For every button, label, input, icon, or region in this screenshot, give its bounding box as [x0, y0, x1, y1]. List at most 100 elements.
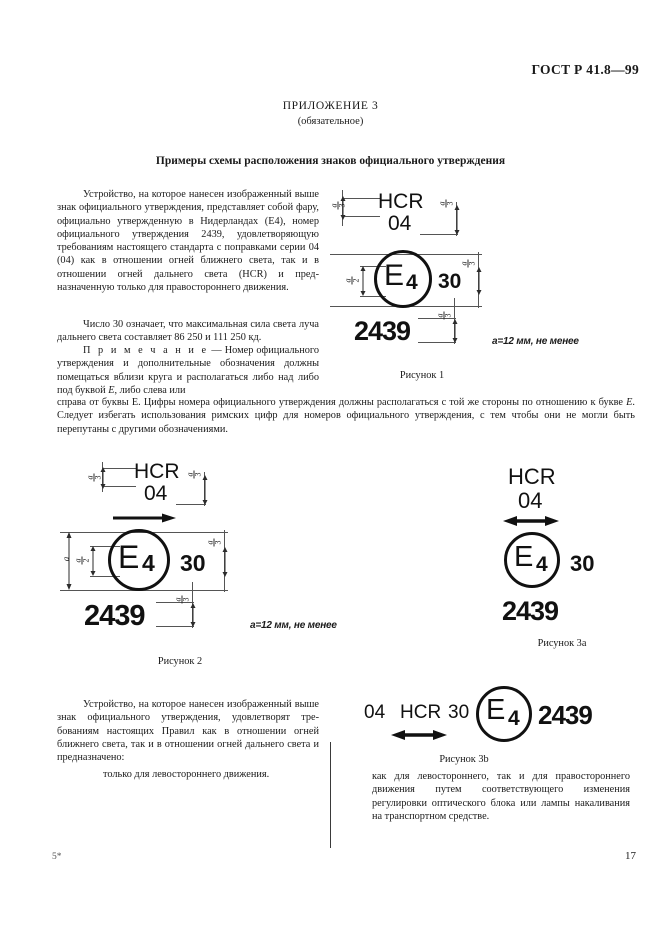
- note-wide-a: справа от буквы Е. Цифры номера официаль…: [57, 397, 627, 408]
- fig1-series-label: 04: [388, 212, 412, 235]
- fig1-leader-top: [342, 198, 380, 199]
- footer-signature-mark: 5*: [52, 852, 62, 862]
- fig3b-direction-arrow-icon: [391, 730, 447, 740]
- fig3a-country-code: 4: [536, 553, 548, 576]
- fig2-dim-arrow-band: [222, 547, 228, 577]
- fig2-dim-arrow-cap: [90, 546, 96, 576]
- paragraph-bottom-left-2: только для левостороннего движения.: [57, 768, 319, 781]
- note-italic-e: Е: [108, 384, 115, 396]
- fig1-e-letter: E: [384, 259, 405, 292]
- fig2-e-letter: E: [118, 539, 140, 575]
- standard-code: ГОСТ Р 41.8—99: [531, 62, 639, 77]
- fig1-dim-arrow-num: [452, 319, 458, 343]
- fig2-cap-top: [90, 546, 120, 547]
- fig2-dim-arrow-num: [190, 603, 196, 627]
- fig2-dim-a: a: [61, 556, 71, 562]
- fig2-dim-arrow-right: [202, 475, 208, 505]
- fig3a-approval-circle: [504, 532, 560, 588]
- fig3a-direction-arrow-icon: [503, 516, 559, 526]
- paragraph-note-wide: справа от буквы Е. Цифры номера официаль…: [57, 396, 635, 436]
- fig3a-intensity-label: 30: [570, 551, 595, 576]
- fig2-leader-mid: [102, 486, 136, 487]
- fig3a-approval-number: 2439: [502, 596, 559, 626]
- paragraph-text: Устройство, на которое нанесен изобра­же…: [57, 189, 319, 294]
- fig2-approval-circle: [108, 529, 170, 591]
- section-title: Примеры схемы расположения знаков официа…: [155, 155, 506, 167]
- appendix-subtitle: (обязательное): [297, 116, 364, 127]
- fig1-dim-arrow-right: [454, 205, 460, 235]
- note-text: — Номер официального утверждения и допол…: [57, 345, 320, 396]
- fig2-dim-arrow-a: [66, 532, 72, 590]
- fig3b-hcr-label: HCR: [400, 702, 442, 723]
- fig1-cap-bottom: [360, 296, 386, 297]
- figure-3a: HCR 04 E 4 30 2439 Рисунок 3а: [460, 462, 640, 662]
- fig2-leader-04-bottom: [176, 504, 206, 505]
- fig1-approval-circle: [374, 250, 432, 308]
- fig2-cap-bottom: [90, 576, 120, 577]
- fig1-scale-note: a=12 мм, не менее: [492, 336, 579, 347]
- fig2-intensity-label: 30: [180, 550, 206, 576]
- fig1-intensity-label: 30: [438, 270, 462, 293]
- paragraph-bottom-right: как для левостороннего, так и для правос…: [372, 770, 630, 823]
- fig3b-caption: Рисунок 3b: [439, 754, 489, 765]
- paragraph-bottom-left: Устройство, на которое нанесен изображен…: [57, 698, 319, 764]
- fig3b-e-letter: E: [486, 694, 506, 726]
- fig3b-country-code: 4: [508, 707, 520, 730]
- fig2-country-code: 4: [142, 550, 155, 576]
- fig1-num-leader-top: [418, 318, 456, 319]
- paragraph-device-description: Устройство, на которое нанесен изобра­же…: [57, 188, 319, 294]
- fig1-dim-arrow-cap: [360, 266, 366, 296]
- fig3a-series-label: 04: [518, 488, 543, 513]
- fig2-hcr-label: HCR: [134, 460, 180, 483]
- fig2-leader-top: [102, 468, 136, 469]
- fig3a-e-letter: E: [514, 541, 534, 573]
- figure-3b: 04 HCR 30 E 4 2439 Рисунок 3b: [364, 686, 644, 774]
- fig3a-hcr-label: HCR: [508, 464, 556, 489]
- note-wide-b: . Следует избегать использования римских…: [57, 397, 635, 435]
- fig2-num-leader-top: [156, 602, 194, 603]
- fig1-leader-04-bottom: [420, 234, 458, 235]
- paragraph-intensity: Число 30 означает, что максимальная сила…: [57, 318, 319, 345]
- fig1-num-leader-bottom: [418, 342, 456, 343]
- fig3b-intensity-label: 30: [448, 702, 470, 723]
- fig1-leader-mid: [342, 216, 380, 217]
- fig3b-approval-circle: [476, 686, 532, 742]
- fig2-caption: Рисунок 2: [157, 656, 203, 667]
- fig1-country-code: 4: [406, 271, 418, 294]
- paragraph-note: П р и м е ч а н и е — Номер официального…: [57, 344, 319, 397]
- fig1-hcr-label: HCR: [378, 190, 424, 213]
- paragraph-text: Устройство, на которое нанесен изображен…: [57, 699, 319, 764]
- fig2-scale-note: a=12 мм, не менее: [250, 620, 337, 631]
- paragraph-text: как для левостороннего, так и для правос…: [372, 771, 630, 822]
- fig1-approval-number: 2439: [354, 316, 411, 346]
- column-divider: [330, 742, 331, 848]
- fig1-dim-arrow-band: [476, 267, 482, 295]
- page-number: 17: [625, 850, 636, 862]
- paragraph-text: Число 30 означает, что максимальная сила…: [57, 319, 319, 344]
- fig2-approval-number: 2439: [84, 600, 146, 632]
- fig2-direction-arrow-icon: [113, 513, 176, 523]
- fig1-caption: Рисунок 1: [399, 370, 445, 381]
- fig2-num-leader-bottom: [156, 626, 194, 627]
- fig2-dim-arrow-left: [100, 467, 106, 489]
- note-text-tail: , либо слева или: [114, 384, 186, 396]
- appendix-title: ПРИЛОЖЕНИЕ 3: [282, 100, 379, 112]
- paragraph-text: только для левостороннего движения.: [103, 769, 270, 780]
- fig1-dim-arrow-left: [340, 196, 346, 220]
- fig3a-caption: Рисунок 3а: [537, 638, 587, 649]
- fig2-series-label: 04: [144, 482, 168, 505]
- fig3b-series-label: 04: [364, 702, 386, 723]
- note-label: П р и м е ч а н и е: [83, 345, 209, 356]
- fig1-cap-top: [360, 266, 386, 267]
